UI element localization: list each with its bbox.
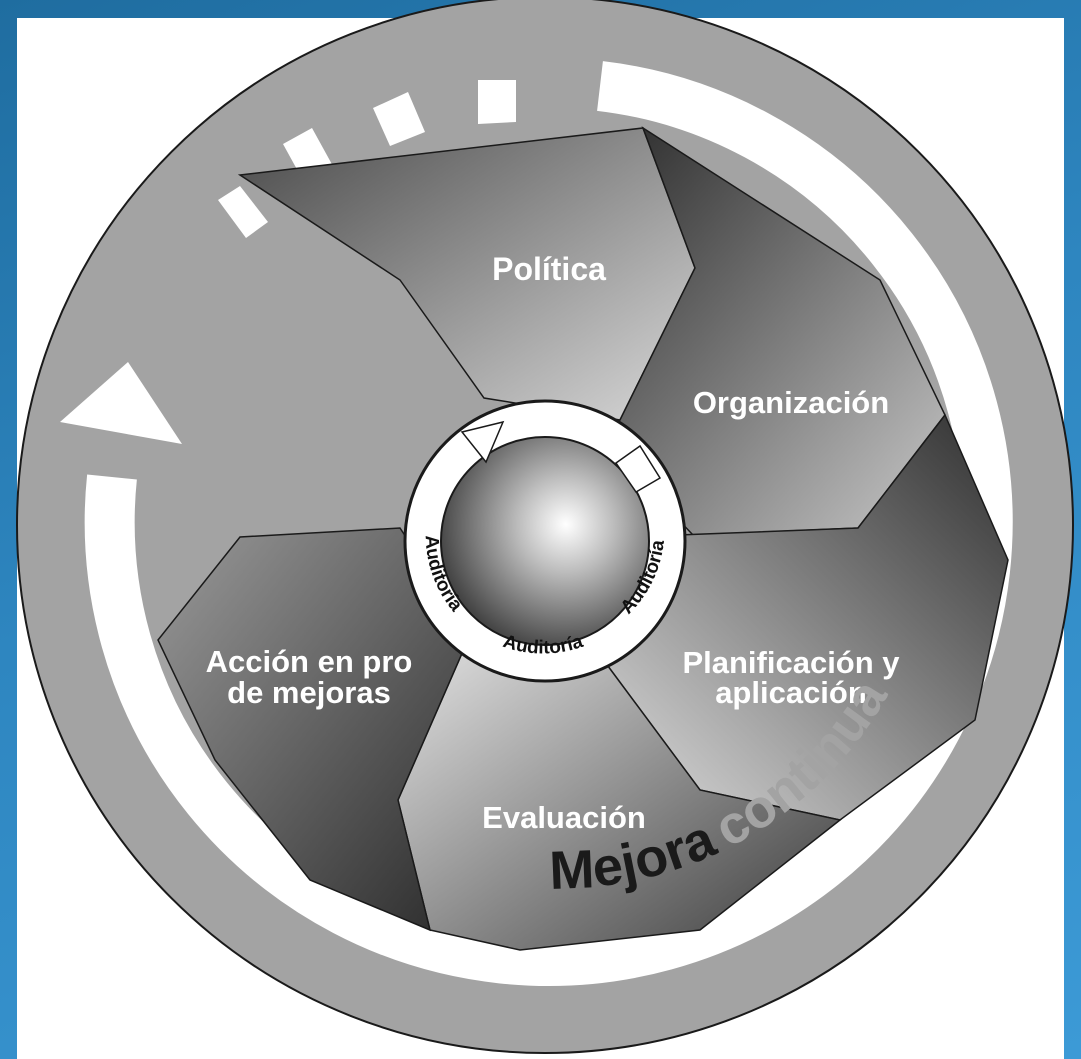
hub-sphere — [440, 436, 650, 646]
hub-arrowhead-left — [460, 420, 505, 464]
stage-label-accion-2: de mejoras — [227, 675, 391, 710]
stage-label-planificacion-1: Planificación y — [682, 645, 900, 680]
improvement-ring — [84, 61, 1013, 986]
stage-label-evaluacion: Evaluación — [482, 800, 646, 835]
stage-label-organizacion: Organización — [693, 385, 889, 420]
hub-arrowhead-right — [614, 444, 662, 493]
stage-label-accion-1: Acción en pro — [206, 644, 413, 679]
segment-accion — [157, 527, 471, 932]
stage-label-politica: Política — [492, 251, 606, 287]
stage-label-planificacion-2: aplicación — [715, 675, 867, 710]
ring-arrowhead — [60, 362, 182, 444]
